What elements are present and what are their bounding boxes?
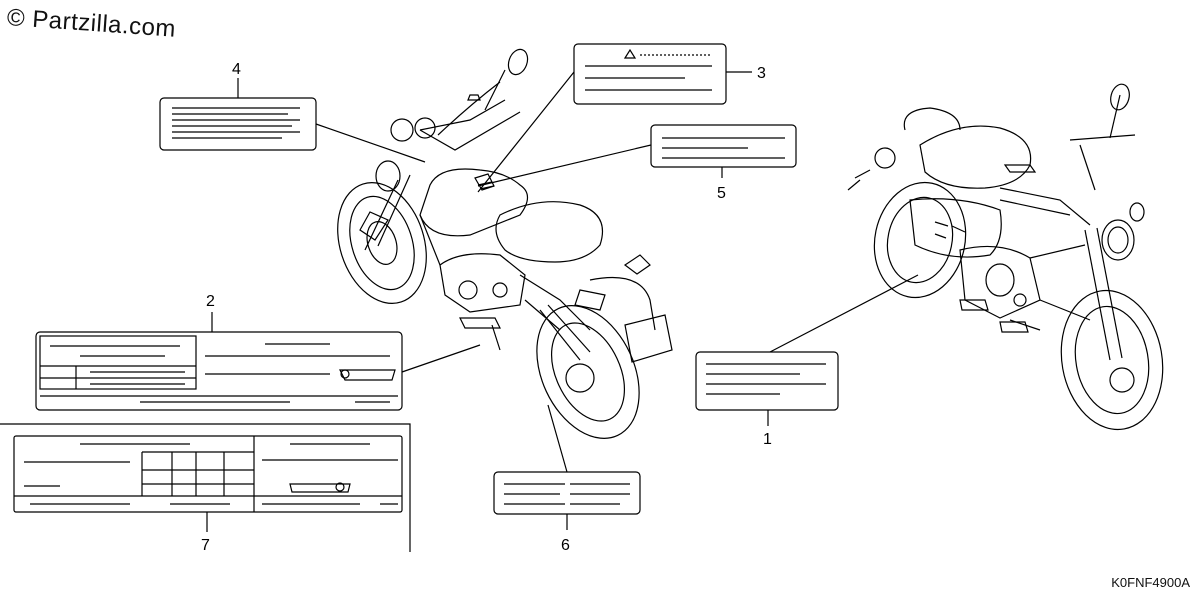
motorcycle-right-illustration — [847, 83, 1164, 431]
label-plate-2 — [35, 331, 403, 411]
label-plate-1 — [695, 351, 839, 411]
callout-2: 2 — [206, 293, 215, 310]
callout-3: 3 — [757, 65, 766, 82]
label-plate-6 — [493, 471, 641, 515]
callout-7: 7 — [201, 537, 210, 554]
label-plate-4 — [159, 97, 317, 151]
callout-6: 6 — [561, 537, 570, 554]
leader-lines — [206, 71, 919, 532]
callout-1: 1 — [763, 431, 772, 448]
leader-5 — [477, 144, 723, 187]
diagram-code: K0FNF4900A — [1111, 575, 1190, 590]
callout-numbers: 4 3 5 2 1 6 7 — [201, 61, 772, 554]
leader-3 — [477, 71, 752, 193]
callout-4: 4 — [232, 61, 241, 78]
callout-5: 5 — [717, 185, 726, 202]
label-plate-5 — [650, 124, 797, 168]
motorcycle-left-illustration — [337, 48, 673, 439]
label-7-frame — [0, 423, 411, 552]
leader-2 — [211, 312, 481, 373]
leader-1 — [767, 274, 919, 426]
label-plate-3 — [573, 43, 727, 105]
leader-6 — [547, 404, 568, 530]
leader-4 — [237, 78, 426, 163]
label-plate-7 — [13, 435, 403, 513]
